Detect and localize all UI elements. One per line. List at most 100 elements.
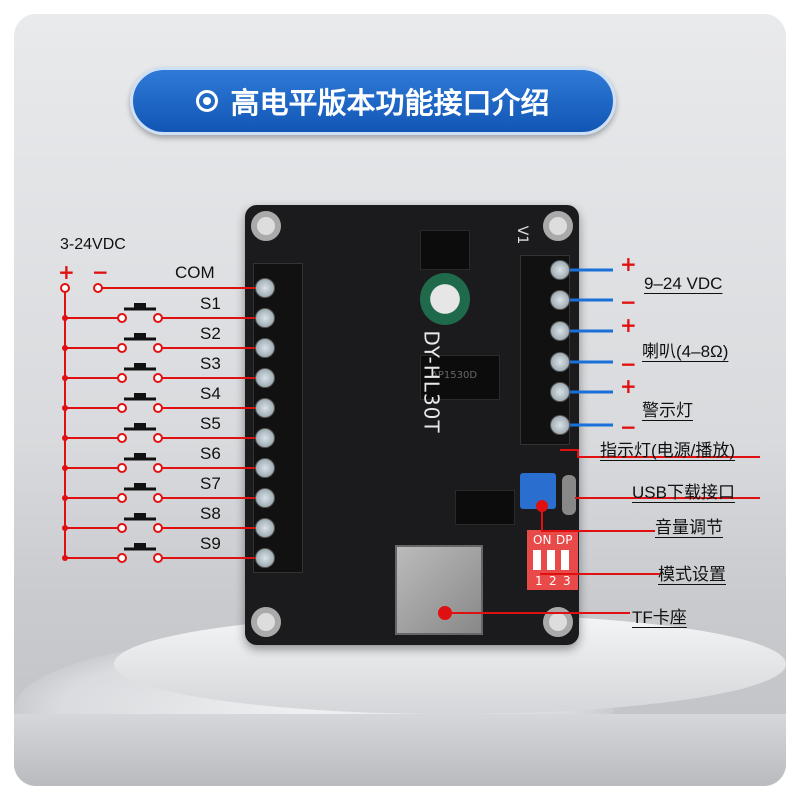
switch-label: S1: [200, 294, 221, 313]
switch-contact: [117, 553, 127, 563]
terminal-screw: [255, 368, 275, 388]
junction-dot: [62, 315, 68, 321]
switch-label: S7: [200, 474, 221, 493]
mode-label: 模式设置: [658, 565, 726, 584]
terminal-screw: [255, 428, 275, 448]
plus-sign: +: [620, 374, 637, 398]
title-text: 高电平版本功能接口介绍: [230, 86, 550, 120]
chip-label: AP1530D: [431, 370, 478, 381]
switch-label: S3: [200, 354, 221, 373]
product-image: [14, 14, 786, 786]
switch-contact: [117, 403, 127, 413]
switch-contact: [117, 463, 127, 473]
volume-callout: [541, 506, 655, 532]
switch-button: [134, 363, 146, 368]
pcb-board: AP1530D V1: [245, 205, 579, 645]
switch-contact: [153, 493, 163, 503]
switch-label: S2: [200, 324, 221, 343]
dip-toggle[interactable]: [561, 550, 569, 570]
mount-hole: [543, 211, 573, 241]
regulator: [420, 230, 470, 270]
indicator-label: 指示灯(电源/播放): [600, 441, 736, 460]
speaker-label: 喇叭(4–8Ω): [642, 342, 729, 361]
switch-contact: [117, 313, 127, 323]
mount-hole: [251, 607, 281, 637]
volume-marker: [536, 500, 548, 512]
terminal-screw: [255, 338, 275, 358]
switch-label: S9: [200, 534, 221, 553]
switch-button: [134, 303, 146, 308]
switch-button: [134, 453, 146, 458]
minus-sign: −: [620, 352, 637, 376]
mount-hole: [251, 211, 281, 241]
supply-plus: +: [58, 260, 75, 284]
switch-contact: [153, 553, 163, 563]
junction-dot: [62, 555, 68, 561]
capacitor: [420, 273, 470, 325]
junction-dot: [62, 345, 68, 351]
amplifier-chip: AP1530D: [420, 355, 500, 400]
terminal-screw: [550, 382, 570, 402]
terminal-dot: [60, 283, 70, 293]
switch-button: [134, 393, 146, 398]
plus-sign: +: [620, 313, 637, 337]
switch-button: [134, 333, 146, 338]
switch-contact: [153, 523, 163, 533]
dip-toggle[interactable]: [547, 550, 555, 570]
terminal-screw: [255, 488, 275, 508]
minus-sign: −: [620, 290, 637, 314]
junction-dot: [62, 405, 68, 411]
junction-dot: [62, 525, 68, 531]
terminal-screw: [255, 278, 275, 298]
alarm-light-label: 警示灯: [642, 401, 693, 420]
switch-contact: [117, 343, 127, 353]
target-icon: [196, 90, 219, 112]
tf-marker: [438, 606, 452, 620]
terminal-screw: [550, 290, 570, 310]
junction-dot: [62, 375, 68, 381]
switch-label: S8: [200, 504, 221, 523]
switch-contact: [117, 493, 127, 503]
dip-switch[interactable]: ON DP 1 2 3: [527, 530, 578, 590]
terminal-screw: [255, 308, 275, 328]
terminal-screw: [550, 352, 570, 372]
switch-contact: [117, 373, 127, 383]
minus-sign: −: [620, 415, 637, 439]
junction-dot: [62, 465, 68, 471]
terminal-screw: [255, 458, 275, 478]
power-label: 9–24 VDC: [644, 274, 723, 293]
switch-contact: [117, 523, 127, 533]
dip-num: 2: [549, 574, 557, 588]
switch-button: [134, 423, 146, 428]
volume-label: 音量调节: [655, 518, 723, 537]
switch-contact: [153, 463, 163, 473]
dip-dp-label: DP: [556, 533, 573, 547]
switch-contact: [153, 313, 163, 323]
switch-contact: [117, 433, 127, 443]
terminal-dot: [93, 283, 103, 293]
switch-button: [134, 483, 146, 488]
indicator-callout: [560, 449, 760, 458]
tf-card-slot[interactable]: [395, 545, 483, 635]
usb-port[interactable]: [562, 475, 576, 515]
dip-num: 1: [535, 574, 543, 588]
switch-button: [134, 543, 146, 548]
junction-dot: [62, 435, 68, 441]
terminal-screw: [255, 518, 275, 538]
com-label: COM: [175, 263, 215, 282]
terminal-screw: [550, 260, 570, 280]
switch-button: [134, 513, 146, 518]
switch-contact: [153, 373, 163, 383]
usb-label: USB下载接口: [632, 483, 735, 502]
terminal-screw: [550, 415, 570, 435]
switch-contact: [153, 343, 163, 353]
dip-toggle[interactable]: [533, 550, 541, 570]
junction-dot: [62, 495, 68, 501]
switch-label: S6: [200, 444, 221, 463]
supply-voltage-label: 3-24VDC: [60, 236, 126, 253]
switch-contact: [153, 403, 163, 413]
output-terminal-block: [520, 255, 570, 445]
terminal-screw: [255, 398, 275, 418]
supply-minus: −: [92, 260, 109, 284]
